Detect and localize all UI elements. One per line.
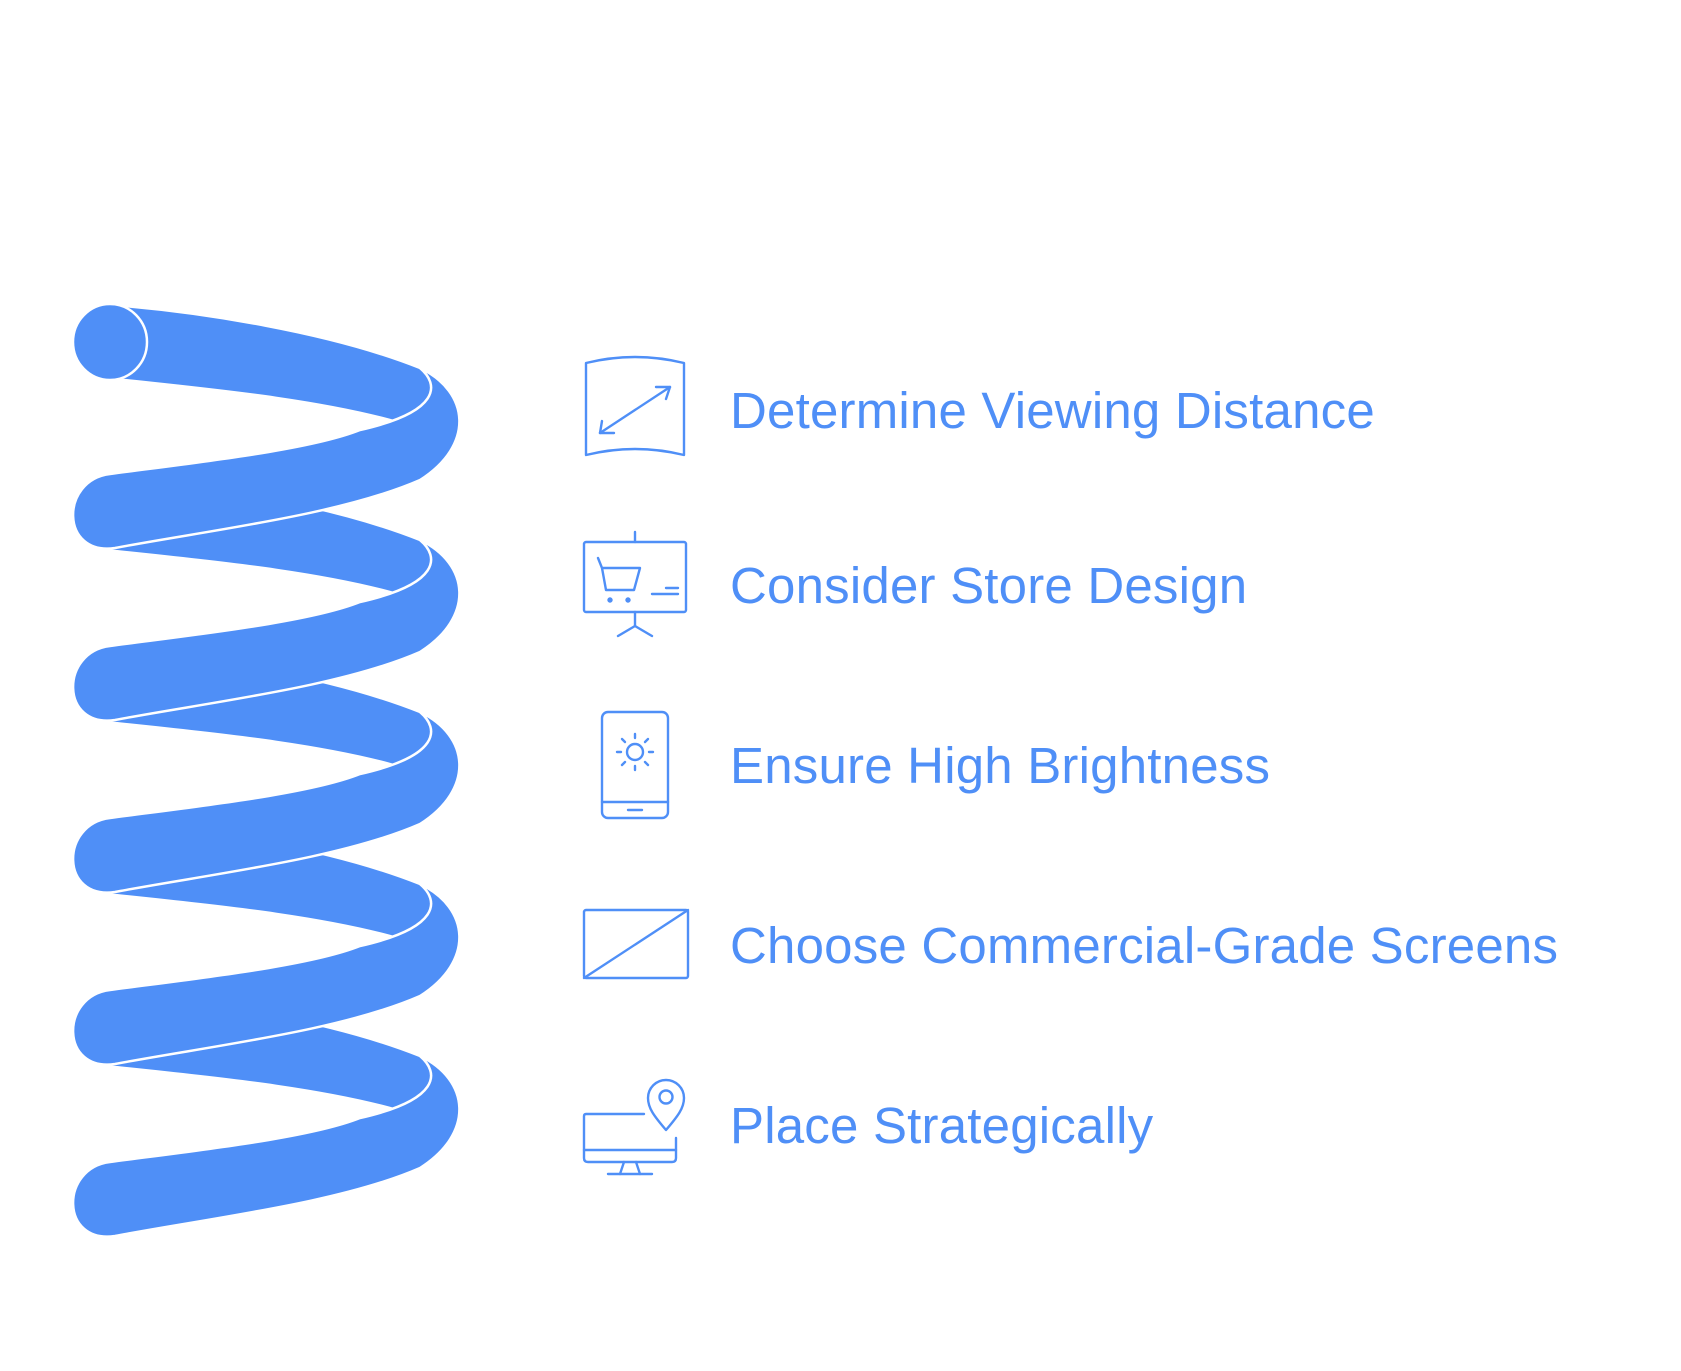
phone-brightness-icon	[580, 710, 690, 820]
item-label-store-design: Consider Store Design	[730, 556, 1248, 614]
monitor-location-pin-icon	[580, 1070, 690, 1180]
item-row-viewing-distance: Determine Viewing Distance	[580, 355, 1375, 465]
coil-front-band	[71, 366, 461, 550]
coil-front-band	[71, 538, 461, 722]
screen-diagonal-icon	[580, 890, 690, 1000]
item-label-commercial-screens: Choose Commercial-Grade Screens	[730, 916, 1559, 974]
item-row-brightness: Ensure High Brightness	[580, 710, 1270, 820]
coil-front-band	[71, 1054, 461, 1238]
item-label-place-strategically: Place Strategically	[730, 1096, 1154, 1154]
item-row-store-design: Consider Store Design	[580, 530, 1247, 640]
coil-front-band	[71, 710, 461, 894]
item-row-place-strategically: Place Strategically	[580, 1070, 1153, 1180]
coil-end-cap	[71, 302, 149, 382]
spring-coil	[70, 302, 461, 1238]
shopping-cart-presentation-icon	[580, 530, 690, 640]
item-label-viewing-distance: Determine Viewing Distance	[730, 381, 1375, 439]
item-row-commercial-screens: Choose Commercial-Grade Screens	[580, 890, 1558, 1000]
item-label-brightness: Ensure High Brightness	[730, 736, 1271, 794]
curved-screen-diagonal-icon	[580, 355, 690, 465]
coil-front-band	[71, 882, 461, 1066]
